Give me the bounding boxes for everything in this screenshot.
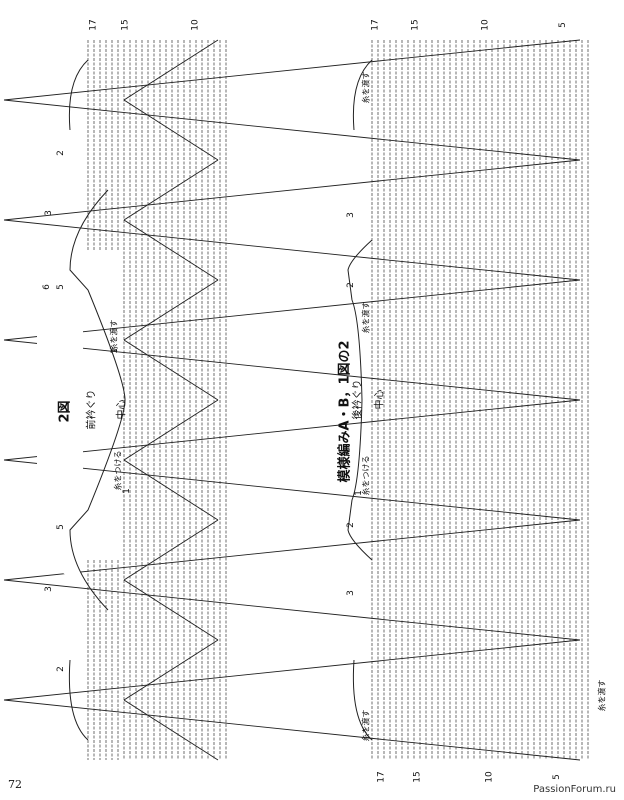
pattern-diagonal [123, 639, 219, 761]
top-chart-grid [86, 40, 230, 760]
bottom-row-15b: 15 [412, 771, 423, 783]
top-row-3: 3 [43, 210, 54, 216]
bottom-neckline-edge [347, 239, 373, 561]
pattern-diagonal [3, 639, 581, 761]
page-number: 72 [8, 778, 22, 791]
top-row-3b: 3 [43, 586, 54, 592]
top-row-17: 17 [88, 19, 99, 31]
top-carry-arc [68, 59, 89, 131]
pattern-diagonal [3, 159, 581, 281]
bottom-row-17: 17 [370, 19, 381, 31]
pattern-diagonal [3, 279, 581, 401]
top-row-10: 10 [190, 19, 201, 31]
top-row-2b: 2 [55, 666, 66, 672]
pattern-diagonal [123, 39, 219, 161]
bottom-row-1: 1 [353, 490, 364, 496]
pattern-diagonal [123, 279, 219, 401]
bottom-carry-yarn-d: 糸を渡す [597, 679, 607, 712]
top-row-6: 6 [41, 284, 52, 290]
bottom-carry-arc-2 [352, 659, 373, 741]
bottom-row-5: 5 [557, 22, 568, 28]
watermark: PassionForum.ru [533, 784, 616, 795]
top-carry-arc-2 [68, 659, 89, 741]
bottom-row-17b: 17 [376, 771, 387, 783]
bottom-row-3b: 3 [345, 590, 356, 596]
bottom-carry-yarn-b: 糸を渡す [361, 71, 371, 104]
top-row-5b: 5 [55, 524, 66, 530]
bottom-row-10b: 10 [484, 771, 495, 783]
bottom-row-3: 3 [345, 212, 356, 218]
top-center-label: 中心 [116, 399, 128, 420]
pattern-diagonal [3, 399, 581, 521]
pattern-diagonal [3, 39, 581, 161]
bottom-row-5b: 5 [551, 774, 562, 780]
bottom-row-2: 2 [345, 282, 356, 288]
top-row-2: 2 [55, 150, 66, 156]
bottom-row-10: 10 [480, 19, 491, 31]
top-row-15: 15 [120, 19, 131, 31]
bottom-row-15: 15 [410, 19, 421, 31]
top-chart-stitch-lines [87, 39, 227, 761]
bottom-row-2b: 2 [345, 522, 356, 528]
bottom-chart-stitch-lines [3, 39, 589, 761]
pattern-diagonal [3, 519, 581, 641]
top-neckline-edge [69, 189, 126, 611]
bottom-carry-arc [352, 59, 373, 131]
bottom-carry-yarn-a: 糸を渡す [361, 301, 371, 334]
pattern-diagonal [123, 399, 219, 521]
top-row-1b: 1 [109, 348, 120, 354]
top-attach-yarn-label: 糸をつける [113, 450, 123, 491]
top-carry-yarn-label: 糸を渡す [109, 319, 119, 352]
pattern-diagonal [123, 519, 219, 641]
figure-label: 2図 [57, 400, 73, 423]
top-row-5: 5 [55, 284, 66, 290]
bottom-center-label: 中心 [374, 389, 386, 410]
front-neck-label: 前衿ぐり [86, 389, 98, 430]
top-row-1: 1 [121, 488, 132, 494]
pattern-diagonal [123, 159, 219, 281]
back-neck-label: 後衿ぐり [352, 379, 364, 420]
bottom-carry-yarn-c: 糸を渡す [361, 709, 371, 742]
